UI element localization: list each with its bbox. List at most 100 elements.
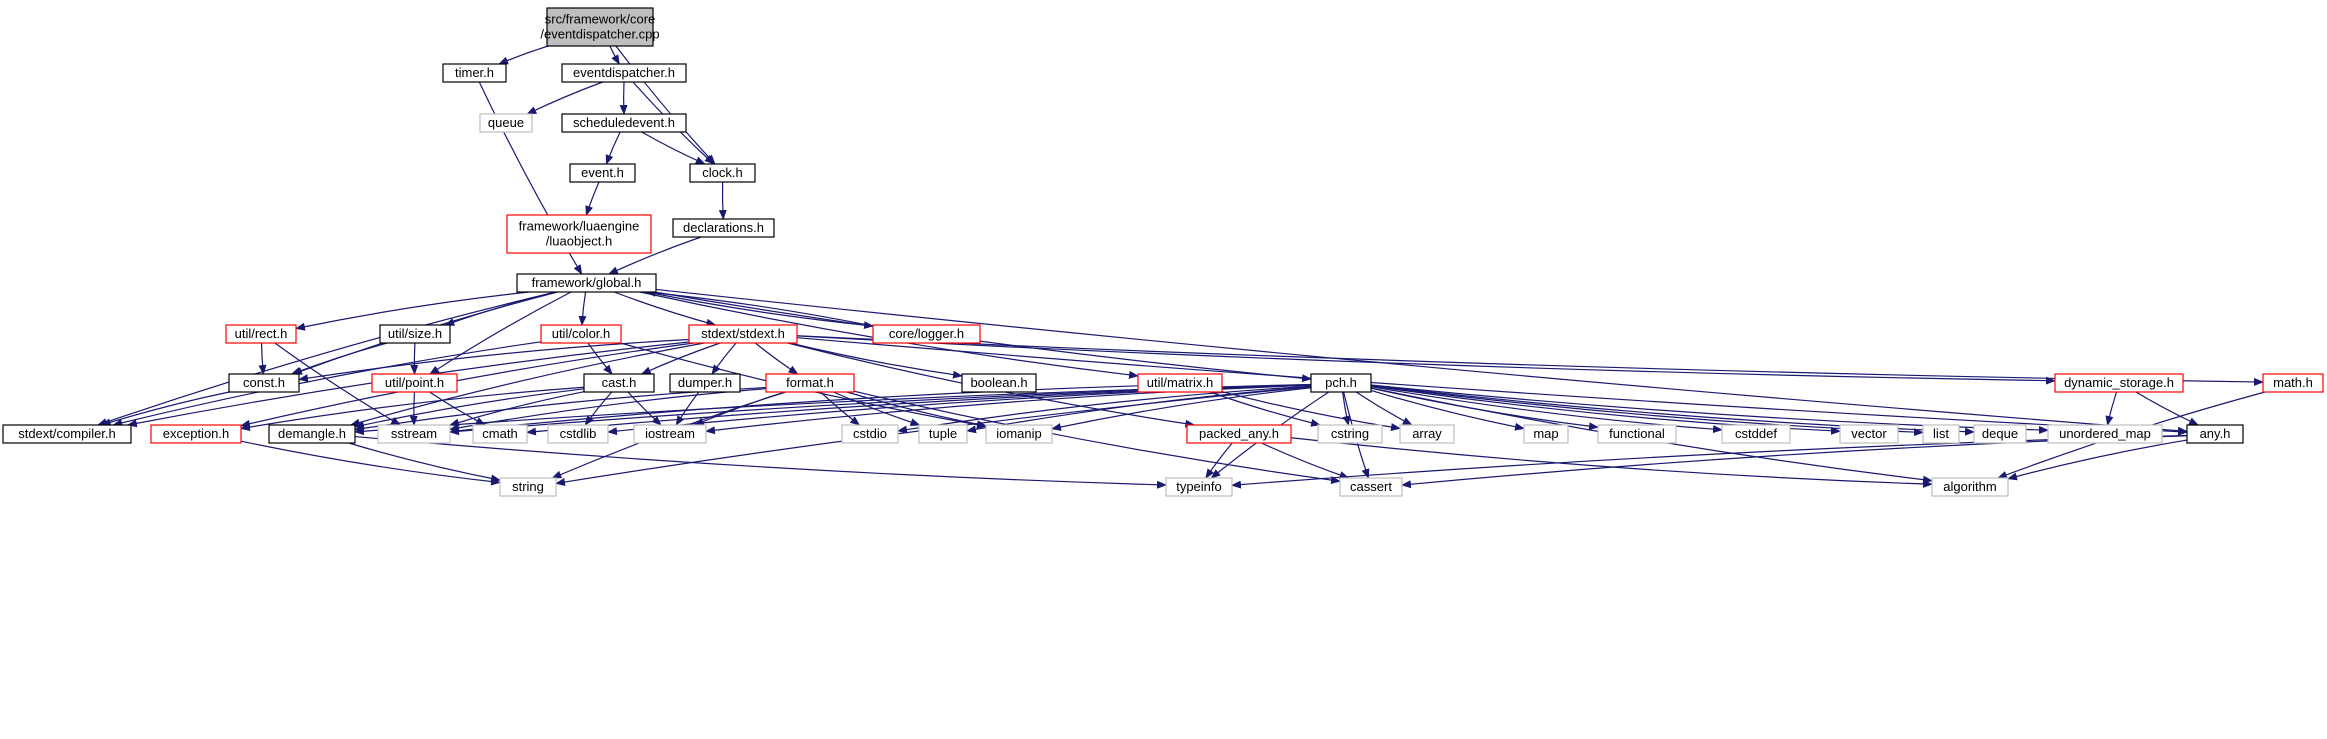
edge-global-to-pch	[654, 291, 1312, 383]
node-stdext-box	[688, 324, 798, 344]
node-boolean-box	[961, 373, 1037, 393]
edge-stdext-to-dumper	[711, 342, 737, 375]
edge-pch-to-cstring	[1341, 391, 1351, 426]
node-logger[interactable]: core/logger.h	[872, 324, 981, 344]
node-dynstorage-label: dynamic_storage.h	[2064, 375, 2174, 390]
node-tuple: tuple	[918, 424, 968, 444]
node-declarations-label: declarations.h	[683, 220, 764, 235]
node-exception[interactable]: exception.h	[150, 424, 242, 444]
node-list-label: list	[1933, 426, 1949, 441]
edge-dynstorage-to-unorderedmap	[2105, 391, 2118, 426]
node-cmath-label: cmath	[482, 426, 517, 441]
edge-size-to-point	[410, 342, 419, 375]
node-global[interactable]: framework/global.h	[516, 273, 657, 293]
edge-rect-to-const	[258, 342, 267, 375]
node-demangle[interactable]: demangle.h	[268, 424, 356, 444]
node-tuple-label: tuple	[929, 426, 957, 441]
node-cassert-box	[1339, 477, 1403, 497]
node-boolean[interactable]: boolean.h	[961, 373, 1037, 393]
node-dynstorage[interactable]: dynamic_storage.h	[2054, 373, 2184, 393]
node-timer[interactable]: timer.h	[442, 63, 507, 83]
node-timer-label: timer.h	[455, 65, 494, 80]
node-any[interactable]: any.h	[2186, 424, 2244, 444]
node-luaobject[interactable]: framework/luaengine/luaobject.h	[506, 214, 652, 254]
node-pch-box	[1310, 373, 1372, 393]
edge-global-to-stdext	[613, 291, 717, 327]
node-logger-label: core/logger.h	[889, 326, 964, 341]
node-cstdio-box	[841, 424, 899, 444]
node-clock[interactable]: clock.h	[689, 163, 756, 183]
node-cassert: cassert	[1339, 477, 1403, 497]
node-matrix[interactable]: util/matrix.h	[1137, 373, 1223, 393]
node-pch[interactable]: pch.h	[1310, 373, 1372, 393]
node-list: list	[1922, 424, 1960, 444]
edge-format-to-cstdio	[820, 391, 861, 426]
edge-size-to-const	[290, 342, 388, 375]
node-rect-box	[225, 324, 297, 344]
edge-color-to-compiler	[112, 341, 542, 427]
node-math[interactable]: math.h	[2262, 373, 2324, 393]
node-typeinfo-box	[1165, 477, 1233, 497]
edge-global-to-compiler	[97, 291, 556, 426]
node-const[interactable]: const.h	[228, 373, 300, 393]
node-vector: vector	[1839, 424, 1899, 444]
edge-stdext-to-math	[796, 335, 2264, 386]
node-dumper-box	[669, 373, 741, 393]
edge-stdext-to-dynstorage	[796, 335, 2056, 385]
edge-const-to-compiler	[100, 391, 230, 427]
node-compiler[interactable]: stdext/compiler.h	[2, 424, 132, 444]
edge-dynstorage-to-any	[2135, 391, 2199, 426]
node-stdext[interactable]: stdext/stdext.h	[688, 324, 798, 344]
node-format[interactable]: format.h	[765, 373, 855, 393]
edge-packedany-to-cassert	[1261, 442, 1350, 479]
node-rect[interactable]: util/rect.h	[225, 324, 297, 344]
node-cstddef-box	[1721, 424, 1791, 444]
node-cast[interactable]: cast.h	[583, 373, 655, 393]
node-scheduledevent[interactable]: scheduledevent.h	[561, 113, 687, 133]
node-cmath-box	[472, 424, 528, 444]
node-root[interactable]: src/framework/core/eventdispatcher.cpp	[540, 7, 660, 47]
edge-layer	[97, 45, 2266, 489]
node-dumper-label: dumper.h	[678, 375, 732, 390]
edge-event-to-luaobject	[585, 181, 600, 216]
node-logger-box	[872, 324, 981, 344]
edge-format-to-tuple	[833, 391, 921, 426]
node-eventdispatcher[interactable]: eventdispatcher.h	[561, 63, 687, 83]
node-algorithm: algorithm	[1931, 477, 2009, 497]
node-dumper[interactable]: dumper.h	[669, 373, 741, 393]
edge-global-to-rect	[295, 291, 530, 331]
edge-exception-to-string	[240, 440, 501, 486]
edge-point-to-cmath	[429, 391, 486, 426]
node-point[interactable]: util/point.h	[371, 373, 458, 393]
node-iostream-label: iostream	[645, 426, 695, 441]
node-cstring-box	[1317, 424, 1383, 444]
node-event[interactable]: event.h	[569, 163, 636, 183]
node-map: map	[1523, 424, 1569, 444]
node-exception-label: exception.h	[163, 426, 230, 441]
node-declarations[interactable]: declarations.h	[672, 218, 775, 238]
edge-stdext-to-cast	[640, 342, 721, 375]
edge-pch-to-map	[1370, 389, 1525, 431]
node-root-box	[546, 7, 654, 47]
node-global-box	[516, 273, 657, 293]
node-stdext-label: stdext/stdext.h	[701, 326, 785, 341]
edge-pch-to-array	[1355, 391, 1413, 426]
edge-cast-to-cstdlib	[584, 391, 613, 426]
node-size[interactable]: util/size.h	[379, 324, 451, 344]
node-unorderedmap: unordered_map	[2047, 424, 2163, 444]
node-root-label: /eventdispatcher.cpp	[540, 27, 659, 42]
edge-format-to-iomanip	[846, 391, 987, 429]
edge-stdext-to-demangle	[349, 342, 705, 427]
node-cstring: cstring	[1317, 424, 1383, 444]
node-cstdio: cstdio	[841, 424, 899, 444]
node-cstddef-label: cstddef	[1735, 426, 1777, 441]
edge-root-to-eventdispatcher	[609, 45, 620, 65]
edge-global-to-any	[655, 288, 2188, 435]
edge-rect-to-sstream	[274, 342, 402, 426]
node-cstdlib-label: cstdlib	[560, 426, 597, 441]
edge-cast-to-sstream	[449, 391, 585, 427]
edge-cast-to-exception	[240, 386, 585, 432]
node-packedany[interactable]: packed_any.h	[1186, 424, 1292, 444]
node-cstdlib: cstdlib	[547, 424, 609, 444]
node-color[interactable]: util/color.h	[540, 324, 622, 344]
